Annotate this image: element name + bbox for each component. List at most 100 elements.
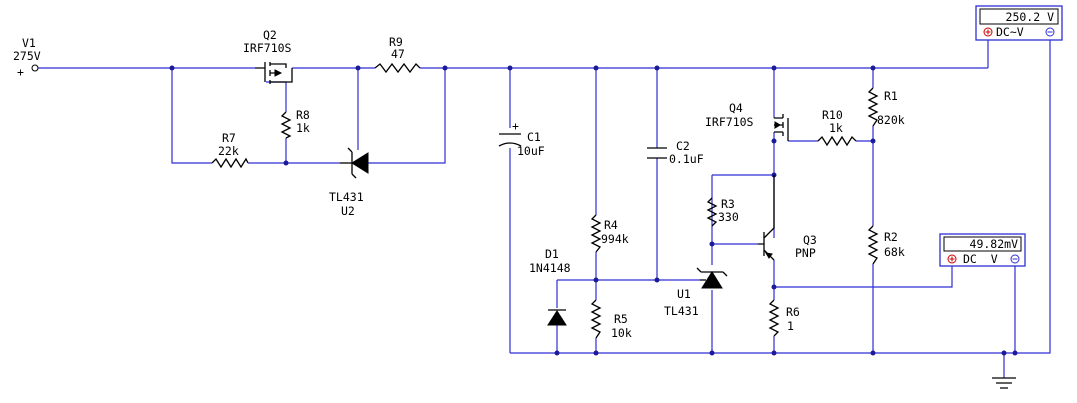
r6-ref: R6: [786, 305, 800, 319]
r7-resistor[interactable]: R7 22k: [211, 131, 249, 169]
r7-ref: R7: [222, 131, 236, 145]
r8-ref: R8: [296, 108, 310, 122]
r9-resistor[interactable]: R9 47: [374, 35, 421, 74]
r2-ref: R2: [884, 230, 898, 244]
r3-ref: R3: [721, 197, 735, 211]
junction-dot: [870, 65, 876, 71]
d1-value: 1N4148: [529, 261, 571, 275]
d1-ref: D1: [545, 247, 559, 261]
c1-ref: C1: [527, 130, 541, 144]
ground-symbol: [992, 377, 1016, 389]
wires: [38, 40, 1051, 378]
c1-capacitor[interactable]: + C1 10uF: [498, 119, 545, 158]
wire-ground-rail: [510, 40, 1051, 354]
junction-dot: [355, 65, 361, 71]
junction-dot: [554, 350, 560, 356]
voltmeter-1-negative-terminal-icon: [1045, 27, 1055, 37]
r5-value: 10k: [611, 326, 632, 340]
r3-value: 330: [718, 210, 739, 224]
r10-resistor[interactable]: R10 1k: [817, 108, 857, 147]
r4-resistor[interactable]: R4 994k: [590, 214, 629, 253]
junction-dot: [283, 160, 289, 166]
voltmeter-2-positive-terminal-icon: [947, 254, 957, 264]
u2-ref: U2: [341, 204, 355, 218]
c2-capacitor[interactable]: C2 0.1uF: [647, 139, 704, 166]
r8-value: 1k: [296, 121, 310, 135]
junction-dot: [709, 350, 715, 356]
q3-ref: Q3: [803, 233, 817, 247]
u1-ref: U1: [677, 287, 691, 301]
junction-dot: [507, 65, 513, 71]
junction-dot: [771, 65, 777, 71]
r5-ref: R5: [614, 312, 628, 326]
junction-dot: [593, 277, 599, 283]
r2-resistor[interactable]: R2 68k: [867, 225, 905, 265]
wire-left-loop: [171, 68, 212, 164]
voltmeter-1-mode: DC~V: [996, 25, 1024, 39]
wire-meter2-pos: [774, 266, 953, 288]
r8-resistor[interactable]: R8 1k: [280, 108, 310, 139]
c2-ref: C2: [676, 139, 690, 153]
q4-ref: Q4: [729, 101, 743, 115]
u2-shunt-regulator[interactable]: TL431 U2: [329, 147, 369, 218]
voltmeter-2-display: [943, 236, 1022, 252]
junction-dot: [593, 65, 599, 71]
voltmeter-1-display: [979, 8, 1059, 25]
q2-value: IRF710S: [243, 41, 292, 55]
r9-ref: R9: [389, 35, 403, 49]
q2-mosfet[interactable]: Q2 IRF710S: [243, 28, 293, 84]
v1-plus-symbol: +: [17, 65, 24, 79]
v1-value: 275V: [13, 49, 41, 63]
v1-ref: V1: [22, 36, 36, 50]
q3-transistor[interactable]: Q3 PNP: [758, 175, 817, 261]
r9-value: 47: [391, 47, 405, 61]
u1-shunt-regulator[interactable]: U1 TL431: [664, 267, 728, 318]
junctions: [169, 65, 1018, 356]
q4-mosfet[interactable]: Q4 IRF710S: [705, 101, 789, 141]
junction-dot: [771, 350, 777, 356]
voltmeter-2[interactable]: 49.82mV DC V: [939, 233, 1026, 267]
voltmeter-1[interactable]: 250.2 V DC~V: [975, 5, 1063, 41]
voltmeter-2-mode: DC V: [963, 252, 998, 266]
r1-ref: R1: [884, 89, 898, 103]
r10-ref: R10: [822, 108, 843, 122]
junction-dot: [771, 138, 777, 144]
v1-source[interactable]: V1 275V +: [13, 36, 41, 79]
junction-dot: [771, 284, 777, 290]
r1-resistor[interactable]: R1 820k: [867, 87, 905, 127]
junction-dot: [1001, 350, 1007, 356]
wire-q2-gate: [266, 81, 287, 112]
r10-value: 1k: [829, 121, 843, 135]
q2-ref: Q2: [263, 28, 277, 42]
wire-d1-top: [556, 279, 596, 308]
junction-dot: [654, 277, 660, 283]
q3-value: PNP: [795, 246, 816, 260]
d1-diode[interactable]: D1 1N4148: [529, 247, 571, 326]
q4-value: IRF710S: [705, 115, 754, 129]
junction-dot: [1012, 350, 1018, 356]
r4-ref: R4: [604, 218, 618, 232]
voltmeter-2-negative-terminal-icon: [1010, 254, 1020, 264]
c2-value: 0.1uF: [669, 152, 704, 166]
r6-value: 1: [787, 319, 794, 333]
junction-dot: [442, 65, 448, 71]
c1-plus-symbol: +: [512, 119, 519, 133]
junction-dot: [169, 65, 175, 71]
u1-value: TL431: [664, 304, 699, 318]
u2-value: TL431: [329, 190, 364, 204]
r2-value: 68k: [884, 245, 905, 259]
r3-resistor[interactable]: R3 330: [706, 197, 739, 227]
r7-value: 22k: [218, 144, 239, 158]
r5-resistor[interactable]: R5 10k: [590, 299, 632, 340]
voltmeter-2-reading: 49.82mV: [970, 237, 1019, 251]
junction-dot: [870, 138, 876, 144]
junction-dot: [654, 65, 660, 71]
voltmeter-1-positive-terminal-icon: [983, 27, 993, 37]
c1-value: 10uF: [517, 144, 545, 158]
junction-dot: [870, 350, 876, 356]
r6-resistor[interactable]: R6 1: [768, 299, 800, 337]
r4-value: 994k: [601, 232, 629, 246]
voltmeter-1-reading: 250.2 V: [1006, 10, 1055, 24]
r1-value: 820k: [877, 113, 905, 127]
